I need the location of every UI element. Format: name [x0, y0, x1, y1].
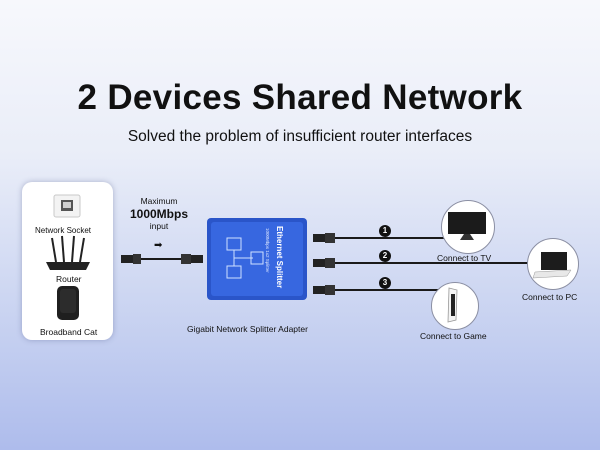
modem-icon	[57, 286, 79, 320]
tv-icon	[448, 212, 486, 240]
broadband-cat-label: Broadband Cat	[40, 327, 98, 337]
splitter-brand: Ethernet Splitter	[275, 226, 284, 289]
right-arrow-icon: ➡	[154, 240, 163, 251]
tv-label: Connect to TV	[437, 253, 492, 263]
bandwidth-speed: 1000Mbps	[129, 207, 189, 221]
laptop-icon	[532, 252, 572, 279]
game-console-icon	[447, 287, 458, 323]
output-1-marker: 1	[379, 225, 391, 237]
output-cables	[313, 233, 451, 295]
output-2-marker: 2	[379, 250, 391, 262]
bandwidth-line3: input	[149, 221, 169, 231]
output-3-marker: 3	[379, 277, 391, 289]
input-cable	[121, 254, 203, 264]
network-socket-icon	[53, 194, 81, 218]
bandwidth-line1: Maximum	[140, 196, 178, 206]
network-socket-label: Network Socket	[35, 226, 92, 235]
bandwidth-note: Maximum 1000Mbps input	[126, 196, 192, 232]
router-label: Router	[56, 274, 82, 284]
game-label: Connect to Game	[420, 331, 487, 341]
splitter-caption: Gigabit Network Splitter Adapter	[187, 324, 308, 334]
page-title: 2 Devices Shared Network	[77, 78, 523, 117]
router-icon	[46, 235, 90, 270]
source-devices-card: Network Socket Router Broadband Cat	[22, 182, 113, 340]
output-cable-pc-extension	[451, 262, 541, 264]
splitter-model: 1000Mbps 1x2 Splitter	[265, 228, 270, 273]
page-subtitle: Solved the problem of insufficient route…	[127, 128, 473, 145]
splitter-device	[207, 218, 307, 300]
pc-label: Connect to PC	[522, 292, 578, 302]
